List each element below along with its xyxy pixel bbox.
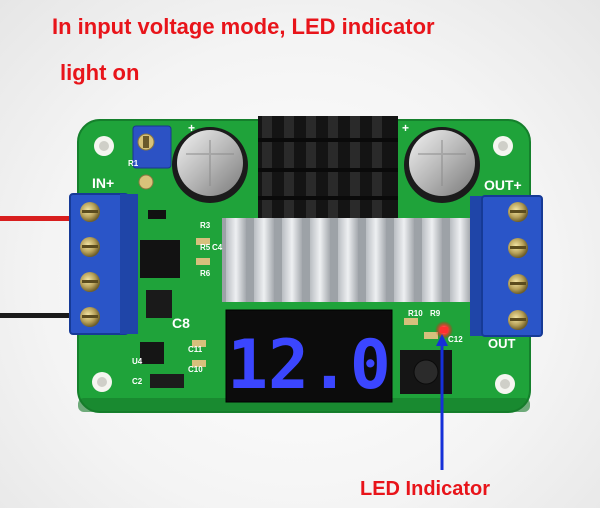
output-terminal-block — [470, 195, 543, 337]
red-wire — [0, 216, 80, 221]
silk-plus-input-cap: + — [188, 121, 195, 135]
input-terminal-block — [69, 193, 138, 335]
smd-diode — [148, 210, 166, 219]
silk-plus-output-cap: + — [402, 121, 409, 135]
smd-resistor — [196, 258, 210, 265]
smd-capacitor — [192, 340, 206, 347]
callout-arrow — [436, 334, 448, 470]
silk-c10: C10 — [188, 365, 203, 374]
input-capacitor — [172, 127, 248, 203]
output-label: OUT+ — [484, 177, 522, 193]
silk-c4: C4 — [212, 243, 223, 252]
silk-r9: R9 — [430, 309, 441, 318]
silk-c11: C11 — [188, 345, 203, 354]
smd-capacitor — [192, 360, 206, 367]
push-button — [400, 350, 452, 394]
aluminium-heatsink — [222, 218, 480, 302]
black-wire — [0, 313, 80, 318]
silk-u4: U4 — [132, 357, 143, 366]
silk-r6: R6 — [200, 269, 211, 278]
indicator-led — [435, 321, 453, 339]
input-label: IN+ — [92, 175, 114, 191]
output-label-lower: OUT — [488, 336, 516, 351]
display-digits: 12.0 — [227, 326, 391, 405]
caption-line-1: In input voltage mode, LED indicator — [52, 14, 435, 39]
smd-resistor — [404, 318, 418, 325]
black-heatsink — [258, 116, 398, 222]
silk-r1: R1 — [128, 159, 139, 168]
regulator-chip — [140, 342, 164, 364]
led-indicator-label: LED Indicator — [360, 478, 491, 500]
mounting-holes — [92, 136, 515, 394]
caption-line-2: light on — [60, 60, 140, 85]
smd-resistor — [196, 238, 210, 245]
output-capacitor — [404, 127, 480, 203]
smd-capacitor — [424, 332, 438, 339]
smd-component — [150, 374, 184, 388]
silk-r10: R10 — [408, 309, 423, 318]
seven-segment-display: 12.0 — [225, 309, 393, 405]
silk-c8: C8 — [172, 315, 190, 331]
silk-c2: C2 — [132, 377, 143, 386]
trim-potentiometer — [132, 125, 172, 190]
silk-c12: C12 — [448, 335, 463, 344]
silk-r3: R3 — [200, 221, 211, 230]
ic-chip — [140, 240, 180, 278]
inductor — [146, 290, 172, 318]
silk-r5: R5 — [200, 243, 211, 252]
